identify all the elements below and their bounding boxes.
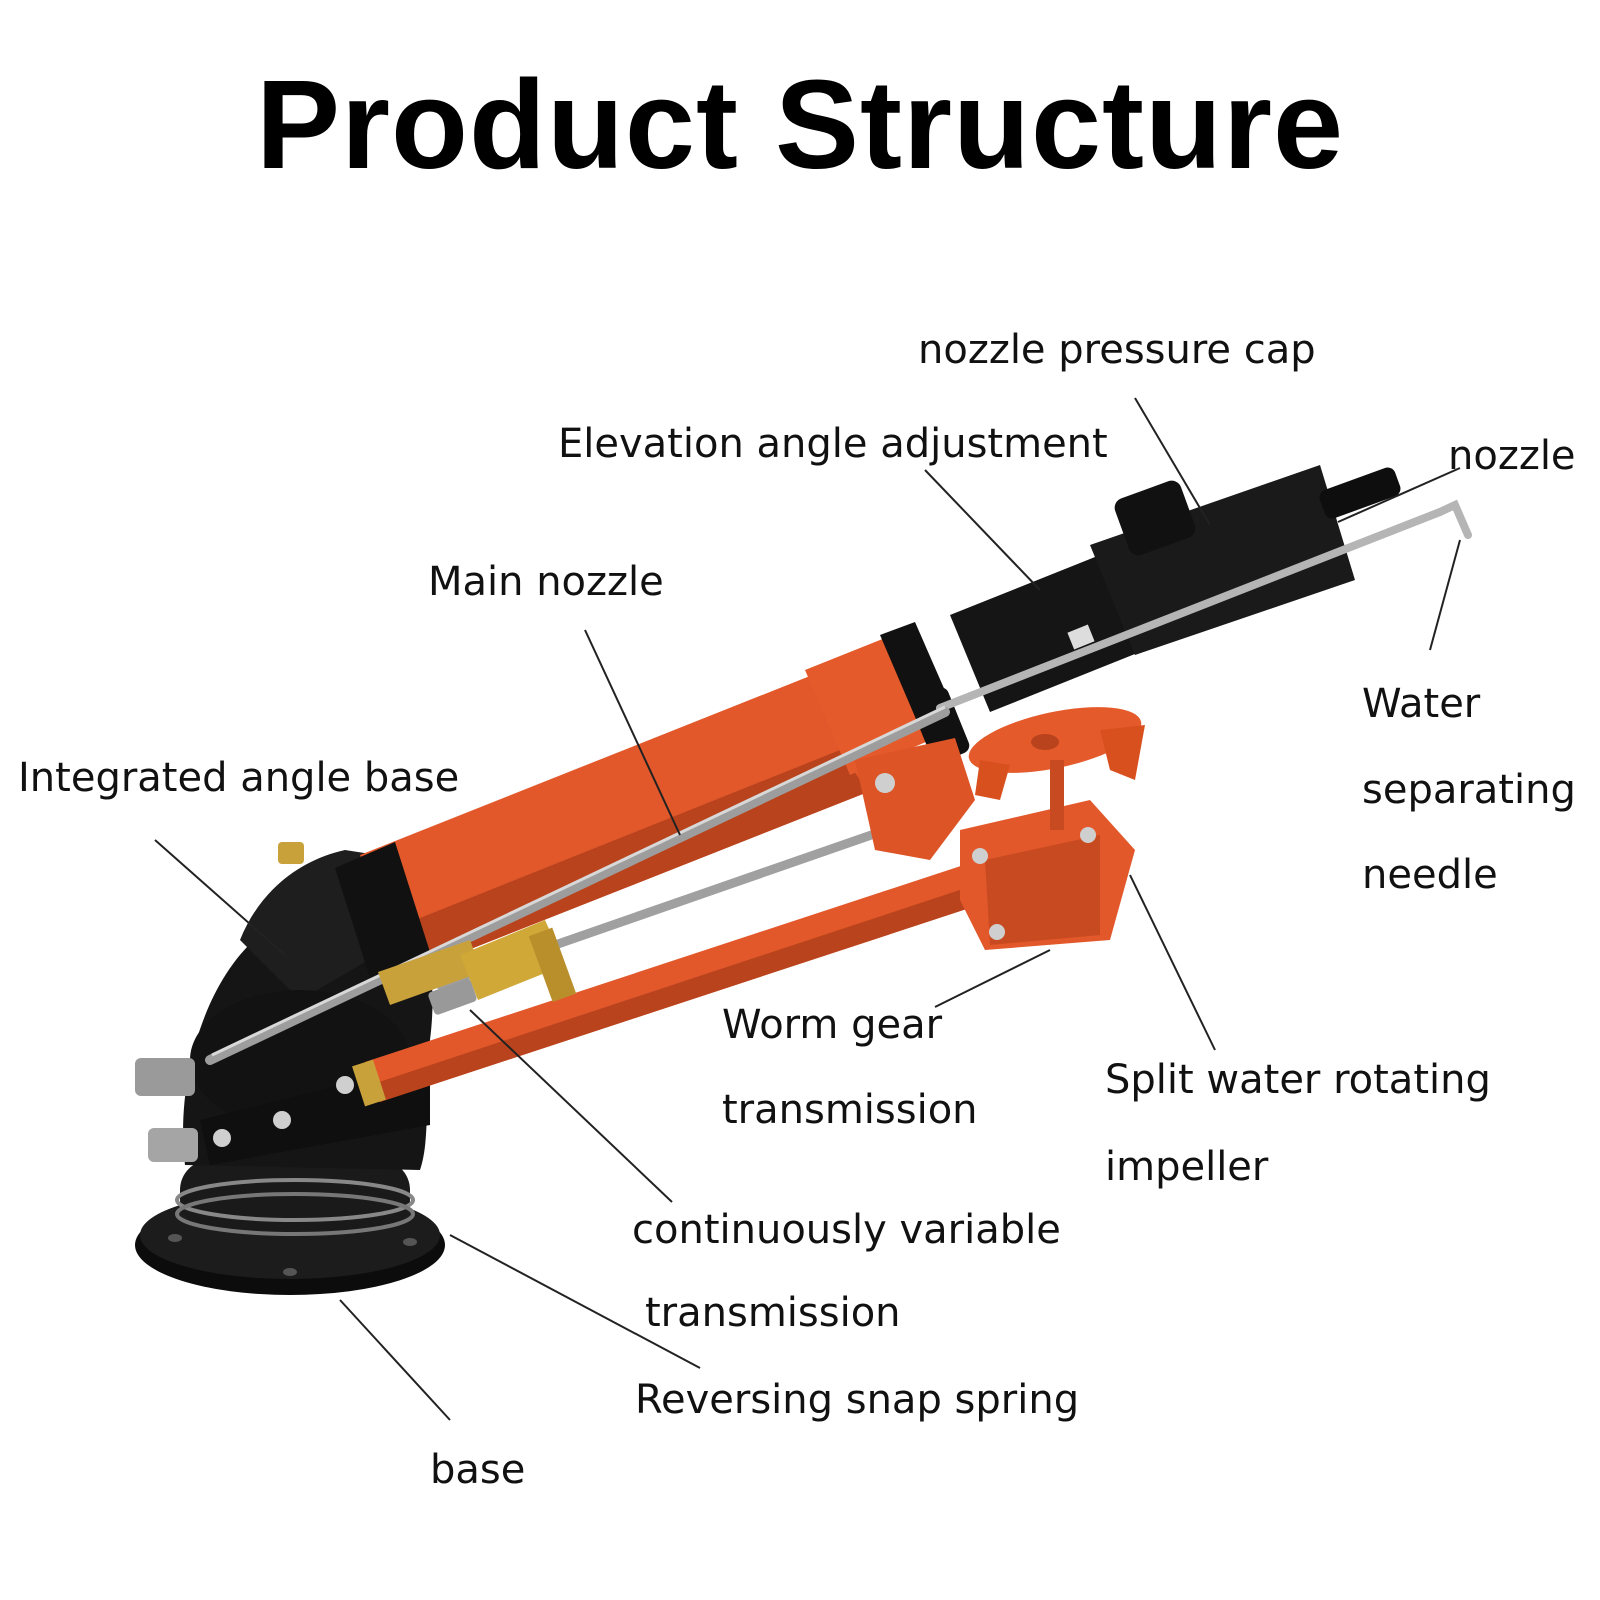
label-needle: needle: [1362, 852, 1498, 898]
label-integrated-angle-base: Integrated angle base: [18, 755, 460, 801]
steel-rod-highlight: [211, 705, 946, 1057]
label-separating: separating: [1362, 767, 1576, 813]
label-water: Water: [1362, 681, 1481, 727]
leader-worm-gear: [934, 949, 1051, 1008]
label-elevation-angle-adjustment: Elevation angle adjustment: [558, 421, 1108, 467]
label-reversing-snap-spring: Reversing snap spring: [635, 1377, 1080, 1423]
label-split-water-rotating: Split water rotating: [1105, 1057, 1491, 1103]
label-worm-gear-transmission: transmission: [722, 1087, 978, 1133]
label-impeller: impeller: [1105, 1144, 1269, 1190]
leader-nozzle-pressure-cap: [1134, 397, 1211, 526]
leader-split-water: [1129, 874, 1216, 1051]
label-nozzle-pressure-cap: nozzle pressure cap: [918, 327, 1316, 373]
label-base: base: [430, 1447, 526, 1493]
orange-lower-arm-shadow: [370, 880, 1000, 1102]
leader-elevation-angle: [924, 469, 1041, 591]
leader-water-needle: [1429, 539, 1461, 651]
impeller: [968, 707, 1145, 830]
label-continuously-variable: continuously variable: [632, 1207, 1061, 1253]
page-title: Product Structure: [255, 54, 1345, 195]
gearbox: [855, 738, 1135, 950]
leader-integrated-angle-base: [154, 839, 286, 956]
label-nozzle: nozzle: [1448, 433, 1576, 479]
leader-reversing-spring: [449, 1234, 701, 1369]
leader-nozzle: [1337, 467, 1461, 523]
label-main-nozzle: Main nozzle: [428, 559, 664, 605]
leader-cvt: [469, 1009, 673, 1203]
label-worm-gear: Worm gear: [722, 1002, 943, 1048]
bearing-rings: [175, 1160, 415, 1236]
leader-lines: [154, 397, 1461, 1421]
separating-needle-rod: [936, 499, 1472, 712]
label-cvt-transmission: transmission: [645, 1290, 901, 1336]
leader-base: [339, 1299, 451, 1421]
steel-rod: [205, 707, 950, 1065]
arm-brass-end: [352, 1059, 386, 1107]
leader-main-nozzle: [584, 629, 681, 836]
cvt-unit: [378, 920, 577, 1015]
